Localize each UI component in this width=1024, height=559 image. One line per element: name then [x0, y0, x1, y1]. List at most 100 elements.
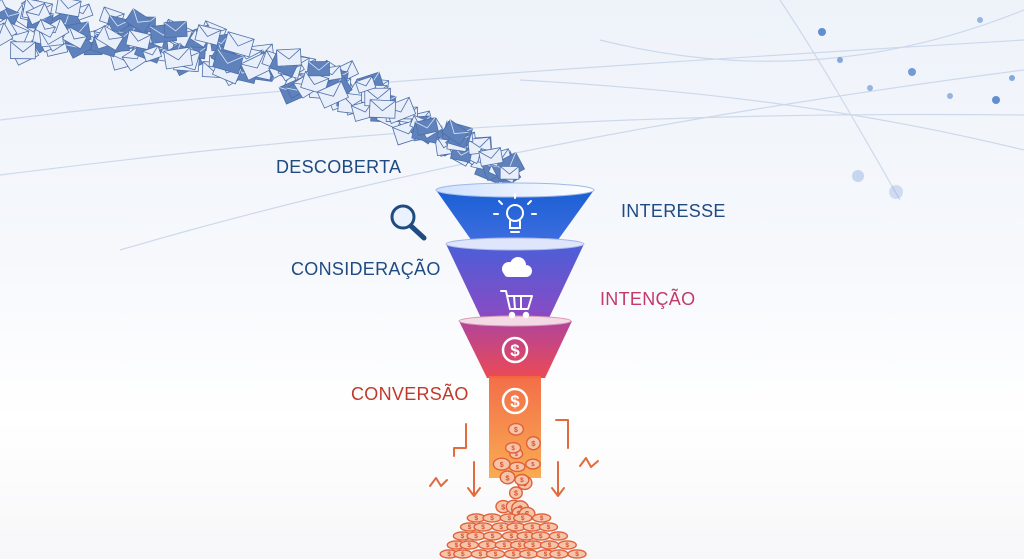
svg-text:$: $	[461, 533, 465, 540]
svg-text:$: $	[531, 439, 536, 448]
svg-text:$: $	[557, 533, 561, 540]
thought-cloud-icon	[502, 257, 532, 277]
coin-icon: $	[473, 522, 493, 532]
envelope-icon	[441, 119, 470, 146]
envelope-icon	[125, 29, 152, 51]
svg-text:$: $	[565, 542, 569, 549]
coin-icon: $	[525, 436, 541, 451]
svg-text:$: $	[491, 533, 495, 540]
envelope-icon	[316, 80, 349, 109]
svg-text:$: $	[474, 533, 478, 540]
envelope-icon	[478, 147, 504, 167]
lightbulb-icon	[493, 193, 537, 233]
envelope-icon	[354, 75, 377, 94]
envelope-icon	[308, 61, 330, 77]
svg-text:$: $	[467, 542, 471, 549]
envelope-icon	[163, 46, 193, 70]
coin-icon: $	[509, 540, 530, 550]
svg-text:$: $	[527, 551, 531, 558]
funnel-rim-middle	[445, 237, 585, 251]
email-envelope-stream	[0, 0, 526, 188]
funnel-section-conversao	[459, 321, 572, 378]
funnel-section-interesse	[436, 190, 594, 244]
coin-icon: $	[548, 531, 569, 541]
coin-icon: $	[466, 531, 486, 541]
coin-icon: $	[453, 549, 473, 559]
coin-icon: $	[530, 531, 551, 541]
dollar-coin-icon: $	[501, 336, 529, 364]
coin-icon: $	[459, 522, 480, 532]
svg-text:$: $	[521, 515, 525, 522]
envelope-icon	[55, 0, 82, 18]
coin-icon: $	[514, 473, 530, 486]
svg-text:$: $	[511, 445, 515, 452]
svg-text:$: $	[481, 524, 485, 531]
dollar-coin-icon: $	[501, 387, 529, 415]
svg-text:$: $	[501, 502, 505, 511]
coin-icon: $	[538, 522, 559, 532]
svg-text:$: $	[447, 551, 451, 558]
coin-icon: $	[508, 486, 523, 500]
svg-text:$: $	[540, 515, 544, 522]
stage-label-descoberta: DESCOBERTA	[276, 157, 402, 177]
coin-icon: $	[523, 540, 543, 550]
svg-text:$: $	[510, 341, 520, 360]
svg-text:$: $	[505, 473, 510, 482]
svg-text:$: $	[524, 533, 528, 540]
svg-text:$: $	[486, 542, 490, 549]
background-dots	[818, 17, 1015, 199]
envelope-icon	[276, 48, 302, 67]
svg-text:$: $	[575, 551, 579, 558]
coin-icon: $	[513, 513, 533, 523]
funnel-section-intencao	[446, 244, 584, 318]
arrow-down-icon	[555, 419, 569, 449]
envelope-icon	[124, 8, 153, 34]
coin-icon: $	[506, 522, 526, 532]
envelope-icon	[415, 117, 439, 137]
coin-icon: $	[508, 461, 526, 473]
stage-label-interesse: INTERESSE	[621, 201, 726, 221]
envelope-icon	[25, 2, 52, 26]
svg-text:$: $	[500, 461, 504, 469]
svg-text:$: $	[514, 524, 518, 531]
coin-icon: $	[557, 540, 577, 550]
background-network	[0, 0, 1024, 251]
arrow-down-icon	[551, 461, 565, 497]
coin-icon: $	[494, 540, 515, 550]
coin-icon: $	[525, 458, 541, 470]
envelope-icon	[499, 165, 520, 180]
svg-text:$: $	[503, 542, 507, 549]
svg-text:$: $	[468, 524, 472, 531]
envelope-icon	[95, 25, 125, 51]
svg-text:$: $	[548, 542, 552, 549]
stage-label-intencao: INTENÇÃO	[600, 289, 696, 309]
coin-icon: $	[522, 522, 542, 532]
svg-text:$: $	[539, 533, 543, 540]
coin-icon: $	[504, 442, 522, 454]
svg-text:$: $	[479, 551, 483, 558]
svg-text:$: $	[514, 490, 518, 498]
svg-text:$: $	[531, 462, 535, 468]
envelope-icon	[0, 0, 8, 18]
stage-label-consideracao: CONSIDERAÇÃO	[291, 259, 441, 279]
svg-text:$: $	[510, 533, 514, 540]
envelope-icon	[212, 48, 244, 75]
svg-text:$: $	[518, 542, 522, 549]
coin-pile: $$$$$$$$$$$$$$$$$$$$$$$$$$$$$$$$$$$	[439, 513, 587, 559]
envelope-icon	[10, 41, 36, 60]
svg-text:$: $	[499, 524, 503, 531]
svg-text:$: $	[510, 392, 520, 411]
funnel	[435, 182, 595, 478]
svg-text:$: $	[531, 542, 535, 549]
spark-icon	[579, 457, 599, 468]
coin-icon: $	[539, 540, 560, 550]
svg-text:$: $	[494, 551, 498, 558]
svg-text:$: $	[474, 515, 478, 522]
envelope-icon	[163, 20, 188, 38]
svg-text:$: $	[515, 452, 519, 458]
coin-icon: $	[549, 549, 569, 559]
arrow-down-icon	[453, 423, 467, 457]
envelope-icon	[194, 24, 222, 46]
envelope-icon	[222, 31, 255, 58]
